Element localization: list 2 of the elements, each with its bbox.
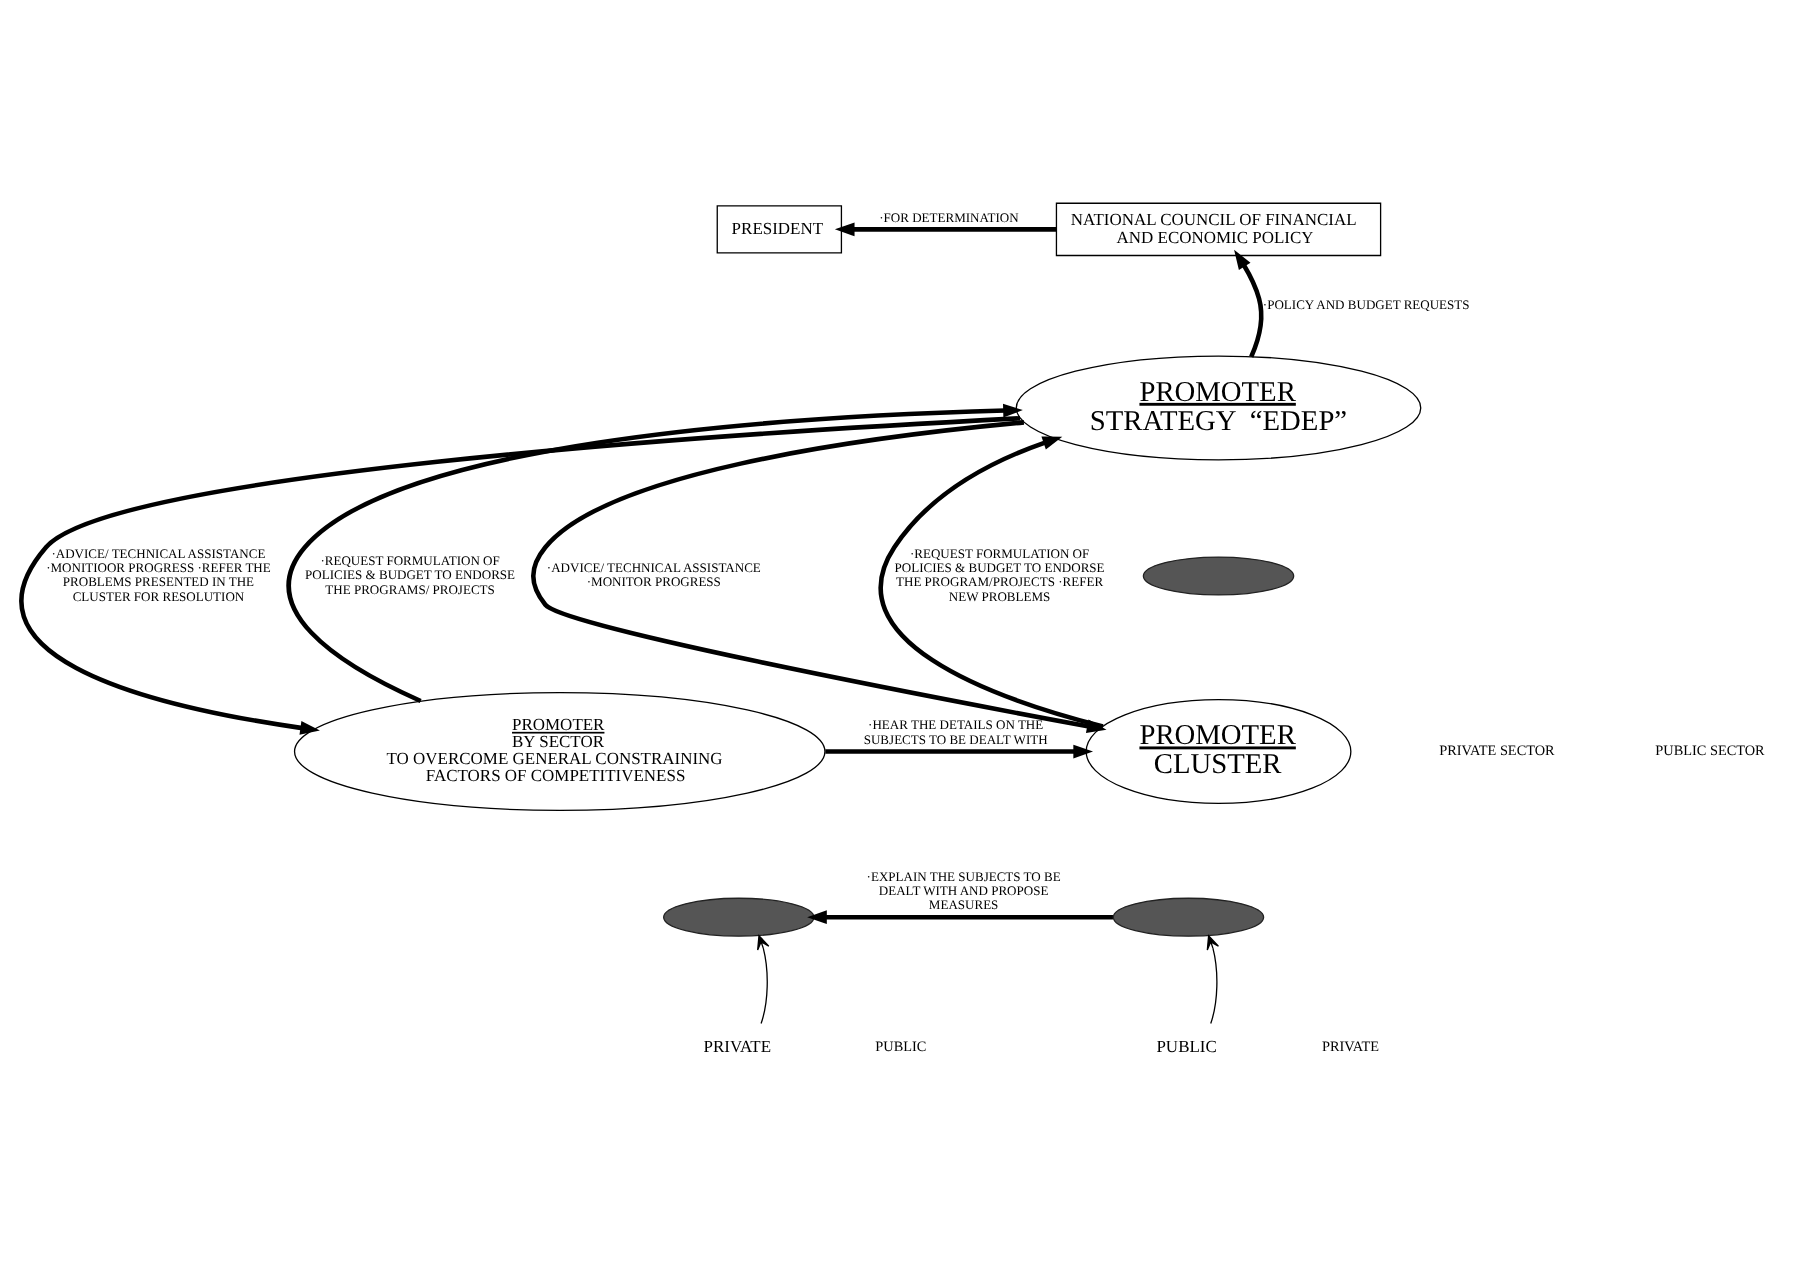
- node-text: PRIVATE: [703, 1035, 772, 1056]
- node-text: PUBLIC: [1156, 1035, 1217, 1056]
